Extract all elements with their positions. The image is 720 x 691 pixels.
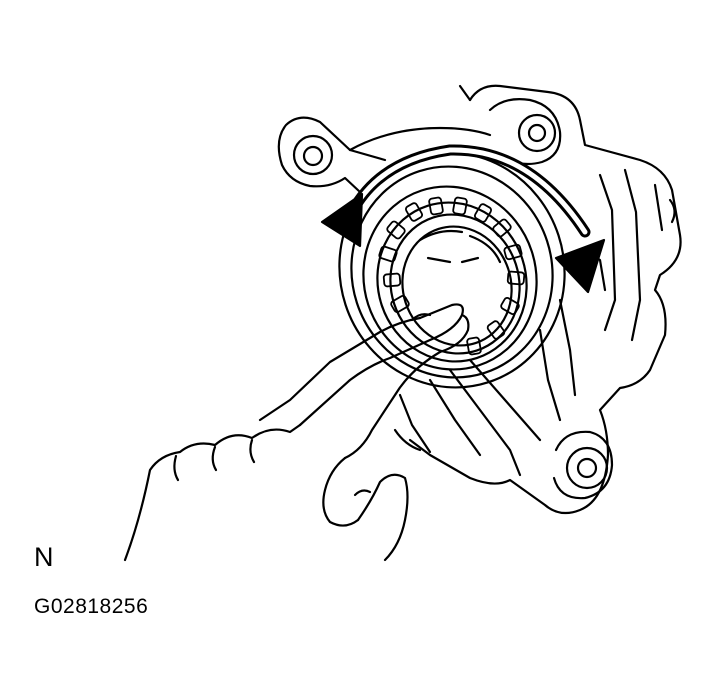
double-headed-curved-arrow-icon: [320, 144, 606, 294]
housing: [277, 84, 682, 515]
figure-code: G02818256: [34, 595, 149, 618]
bearing: [338, 151, 566, 389]
orientation-mark: N: [34, 542, 54, 572]
hand-finger-icon: [123, 303, 470, 562]
